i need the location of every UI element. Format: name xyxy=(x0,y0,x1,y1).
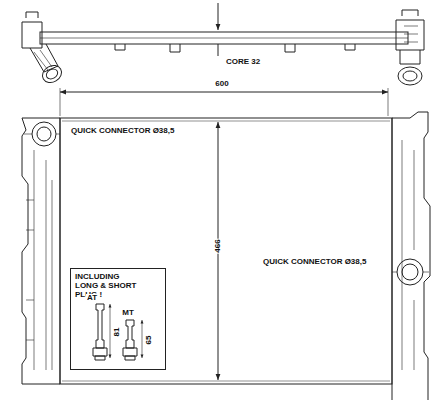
top-view xyxy=(22,3,424,86)
plug-illustrations xyxy=(93,304,142,360)
dimension-value: 600 xyxy=(214,80,229,88)
note-box: INCLUDING LONG & SHORT PLUG ! xyxy=(70,268,166,370)
connector-note: QUICK CONNECTOR Ø38,5 xyxy=(262,258,367,266)
front-view xyxy=(22,112,430,400)
plug-label: AT xyxy=(86,294,98,302)
connector-note: QUICK CONNECTOR Ø38,5 xyxy=(70,127,175,135)
dimension-value: 65 xyxy=(145,335,153,346)
width-dimension xyxy=(60,88,388,116)
note-text: INCLUDING LONG & SHORT PLUG ! xyxy=(71,269,141,303)
dimension-value: 466 xyxy=(214,238,222,253)
plug-label: MT xyxy=(121,309,135,317)
core-note: CORE 32 xyxy=(225,58,261,66)
dimension-value: 81 xyxy=(113,327,121,338)
